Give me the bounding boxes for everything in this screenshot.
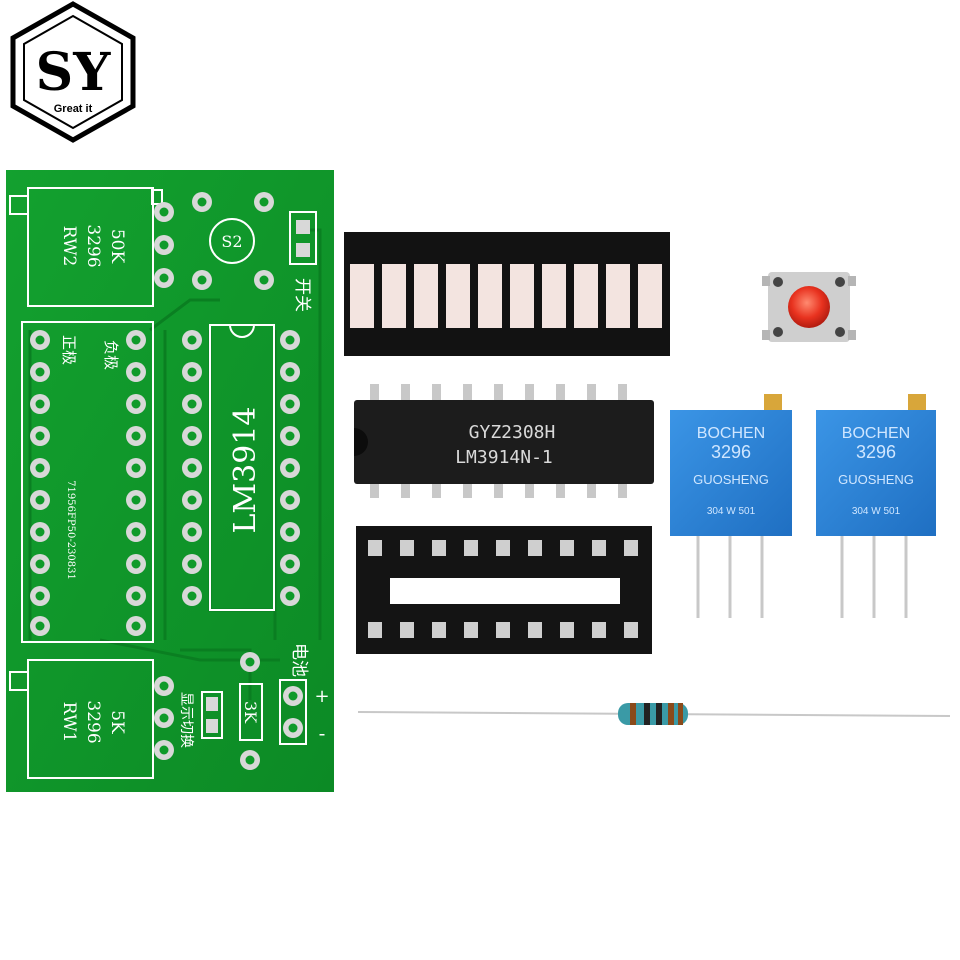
pot2-maker: GUOSHENG <box>838 472 914 487</box>
rw2-code: 3296 <box>83 224 103 267</box>
battery-connector: 电池 + - <box>279 643 330 745</box>
rw2-footprint: RW2 3296 50K <box>9 187 174 307</box>
brand-logo: SY Great it <box>10 1 136 143</box>
resistor-footprint: 3K <box>239 652 263 770</box>
resistor <box>357 703 951 725</box>
rw1-code: 3296 <box>83 700 103 743</box>
resistor-label: 3K <box>241 701 260 724</box>
rw2-name: RW2 <box>59 226 79 267</box>
pot2-brand: BOCHEN <box>842 425 910 442</box>
rw1-footprint: RW1 3296 5K <box>9 659 174 779</box>
pot2-marking: 304 W 501 <box>852 506 901 517</box>
potentiometer-1: BOCHEN 3296 GUOSHENG 304 W 501 <box>670 394 792 618</box>
rw2-value: 50K <box>107 229 127 264</box>
chip-line-1: GYZ2308H <box>469 422 556 443</box>
ic-socket <box>356 526 652 654</box>
rw1-value: 5K <box>107 710 127 734</box>
pot1-marking: 304 W 501 <box>707 506 756 517</box>
pot1-maker: GUOSHENG <box>693 472 769 487</box>
lm3914-chip: GYZ2308H LM3914N-1 <box>354 384 654 498</box>
tactile-button <box>762 272 856 342</box>
positive-label: 正极 <box>60 335 78 365</box>
rw1-name: RW1 <box>59 702 79 743</box>
led-bar-footprint: 正极 负极 71956FP50-230831 <box>21 321 154 643</box>
chip-line-2: LM3914N-1 <box>455 447 553 468</box>
pot2-code: 3296 <box>856 442 896 462</box>
s2-label: S2 <box>221 232 242 251</box>
switch-label: 开关 <box>292 278 312 312</box>
logo-tagline: Great it <box>54 103 93 115</box>
serial-number: 71956FP50-230831 <box>65 480 76 580</box>
logo-mark: SY <box>36 42 112 103</box>
potentiometer-2: BOCHEN 3296 GUOSHENG 304 W 501 <box>816 394 936 618</box>
pot1-code: 3296 <box>711 442 751 462</box>
pot1-brand: BOCHEN <box>697 425 765 442</box>
plus-sign: + <box>314 686 329 707</box>
ic-label: LM3914 <box>228 407 263 534</box>
ic-footprint: LM3914 <box>182 324 300 611</box>
switch-connector: 开关 <box>289 211 317 312</box>
minus-sign: - <box>319 721 326 745</box>
s2-footprint: S2 <box>192 192 274 290</box>
pcb-board: RW2 3296 50K S2 开关 <box>6 170 334 792</box>
display-switch-label: 显示切换 <box>178 692 195 748</box>
negative-label: 负极 <box>102 340 120 370</box>
led-bar-graph <box>344 232 670 356</box>
battery-label: 电池 <box>289 643 309 677</box>
display-switch-footprint: 显示切换 <box>178 691 223 748</box>
